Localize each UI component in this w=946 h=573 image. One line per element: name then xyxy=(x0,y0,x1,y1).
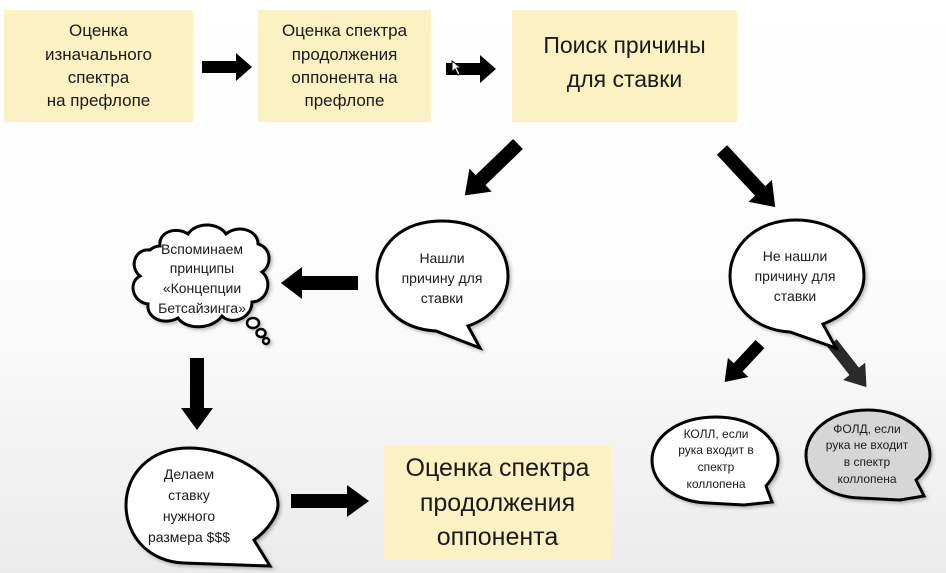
box-final-continuation-range: Оценка спектра продолжения оппонента xyxy=(384,446,611,560)
bubble-call-label: КОЛЛ, если рука входит в спектр коллопен… xyxy=(678,426,754,491)
arrow-left-remember xyxy=(281,267,358,299)
bubble-fold-label: ФОЛД, если рука не входит в спектр колло… xyxy=(825,421,909,486)
bubble-bet-label: Делаем ставку нужного размера $$$ xyxy=(147,466,231,545)
arrow-down-right-notfound xyxy=(716,145,776,208)
bubble-not-found xyxy=(728,218,866,351)
box-initial-range-preflop: Оценка изначального спектра на префлопе xyxy=(4,10,193,122)
arrow-down-bet xyxy=(181,358,213,430)
bubble-call xyxy=(650,415,780,507)
box-initial-label: Оценка изначального спектра на префлопе xyxy=(45,21,152,111)
thought-dot-2 xyxy=(255,327,267,339)
thought-cloud-remember-label: Вспоминаем принципы «Концепции Бетсайзин… xyxy=(158,240,246,316)
bubble-bet xyxy=(124,446,280,568)
arrow-down-left-call xyxy=(724,339,765,383)
arrow-right-2 xyxy=(446,55,496,83)
box-search-label: Поиск причины для ставки xyxy=(543,31,706,93)
thought-dot-3 xyxy=(261,336,271,346)
arrow-down-left-found xyxy=(464,138,523,196)
mouse-cursor-icon xyxy=(451,59,463,76)
bubble-fold xyxy=(804,408,932,502)
box-search-reason: Поиск причины для ставки xyxy=(512,10,737,122)
box-continuation-range-preflop: Оценка спектра продолжения оппонента на … xyxy=(258,10,431,122)
box-final-label: Оценка спектра продолжения оппонента xyxy=(405,454,590,552)
bubble-not-found-label: Не нашли причину для ставки xyxy=(754,247,836,305)
arrow-right-final xyxy=(291,485,369,517)
bubble-found xyxy=(375,219,510,351)
bubble-found-label: Нашли причину для ставки xyxy=(401,249,483,307)
thought-dot-1 xyxy=(245,316,261,330)
thought-cloud-remember xyxy=(131,223,271,346)
arrow-right-1 xyxy=(202,53,252,81)
arrow-down-right-fold xyxy=(827,339,867,388)
box-continuation-label: Оценка спектра продолжения оппонента на … xyxy=(281,21,408,111)
